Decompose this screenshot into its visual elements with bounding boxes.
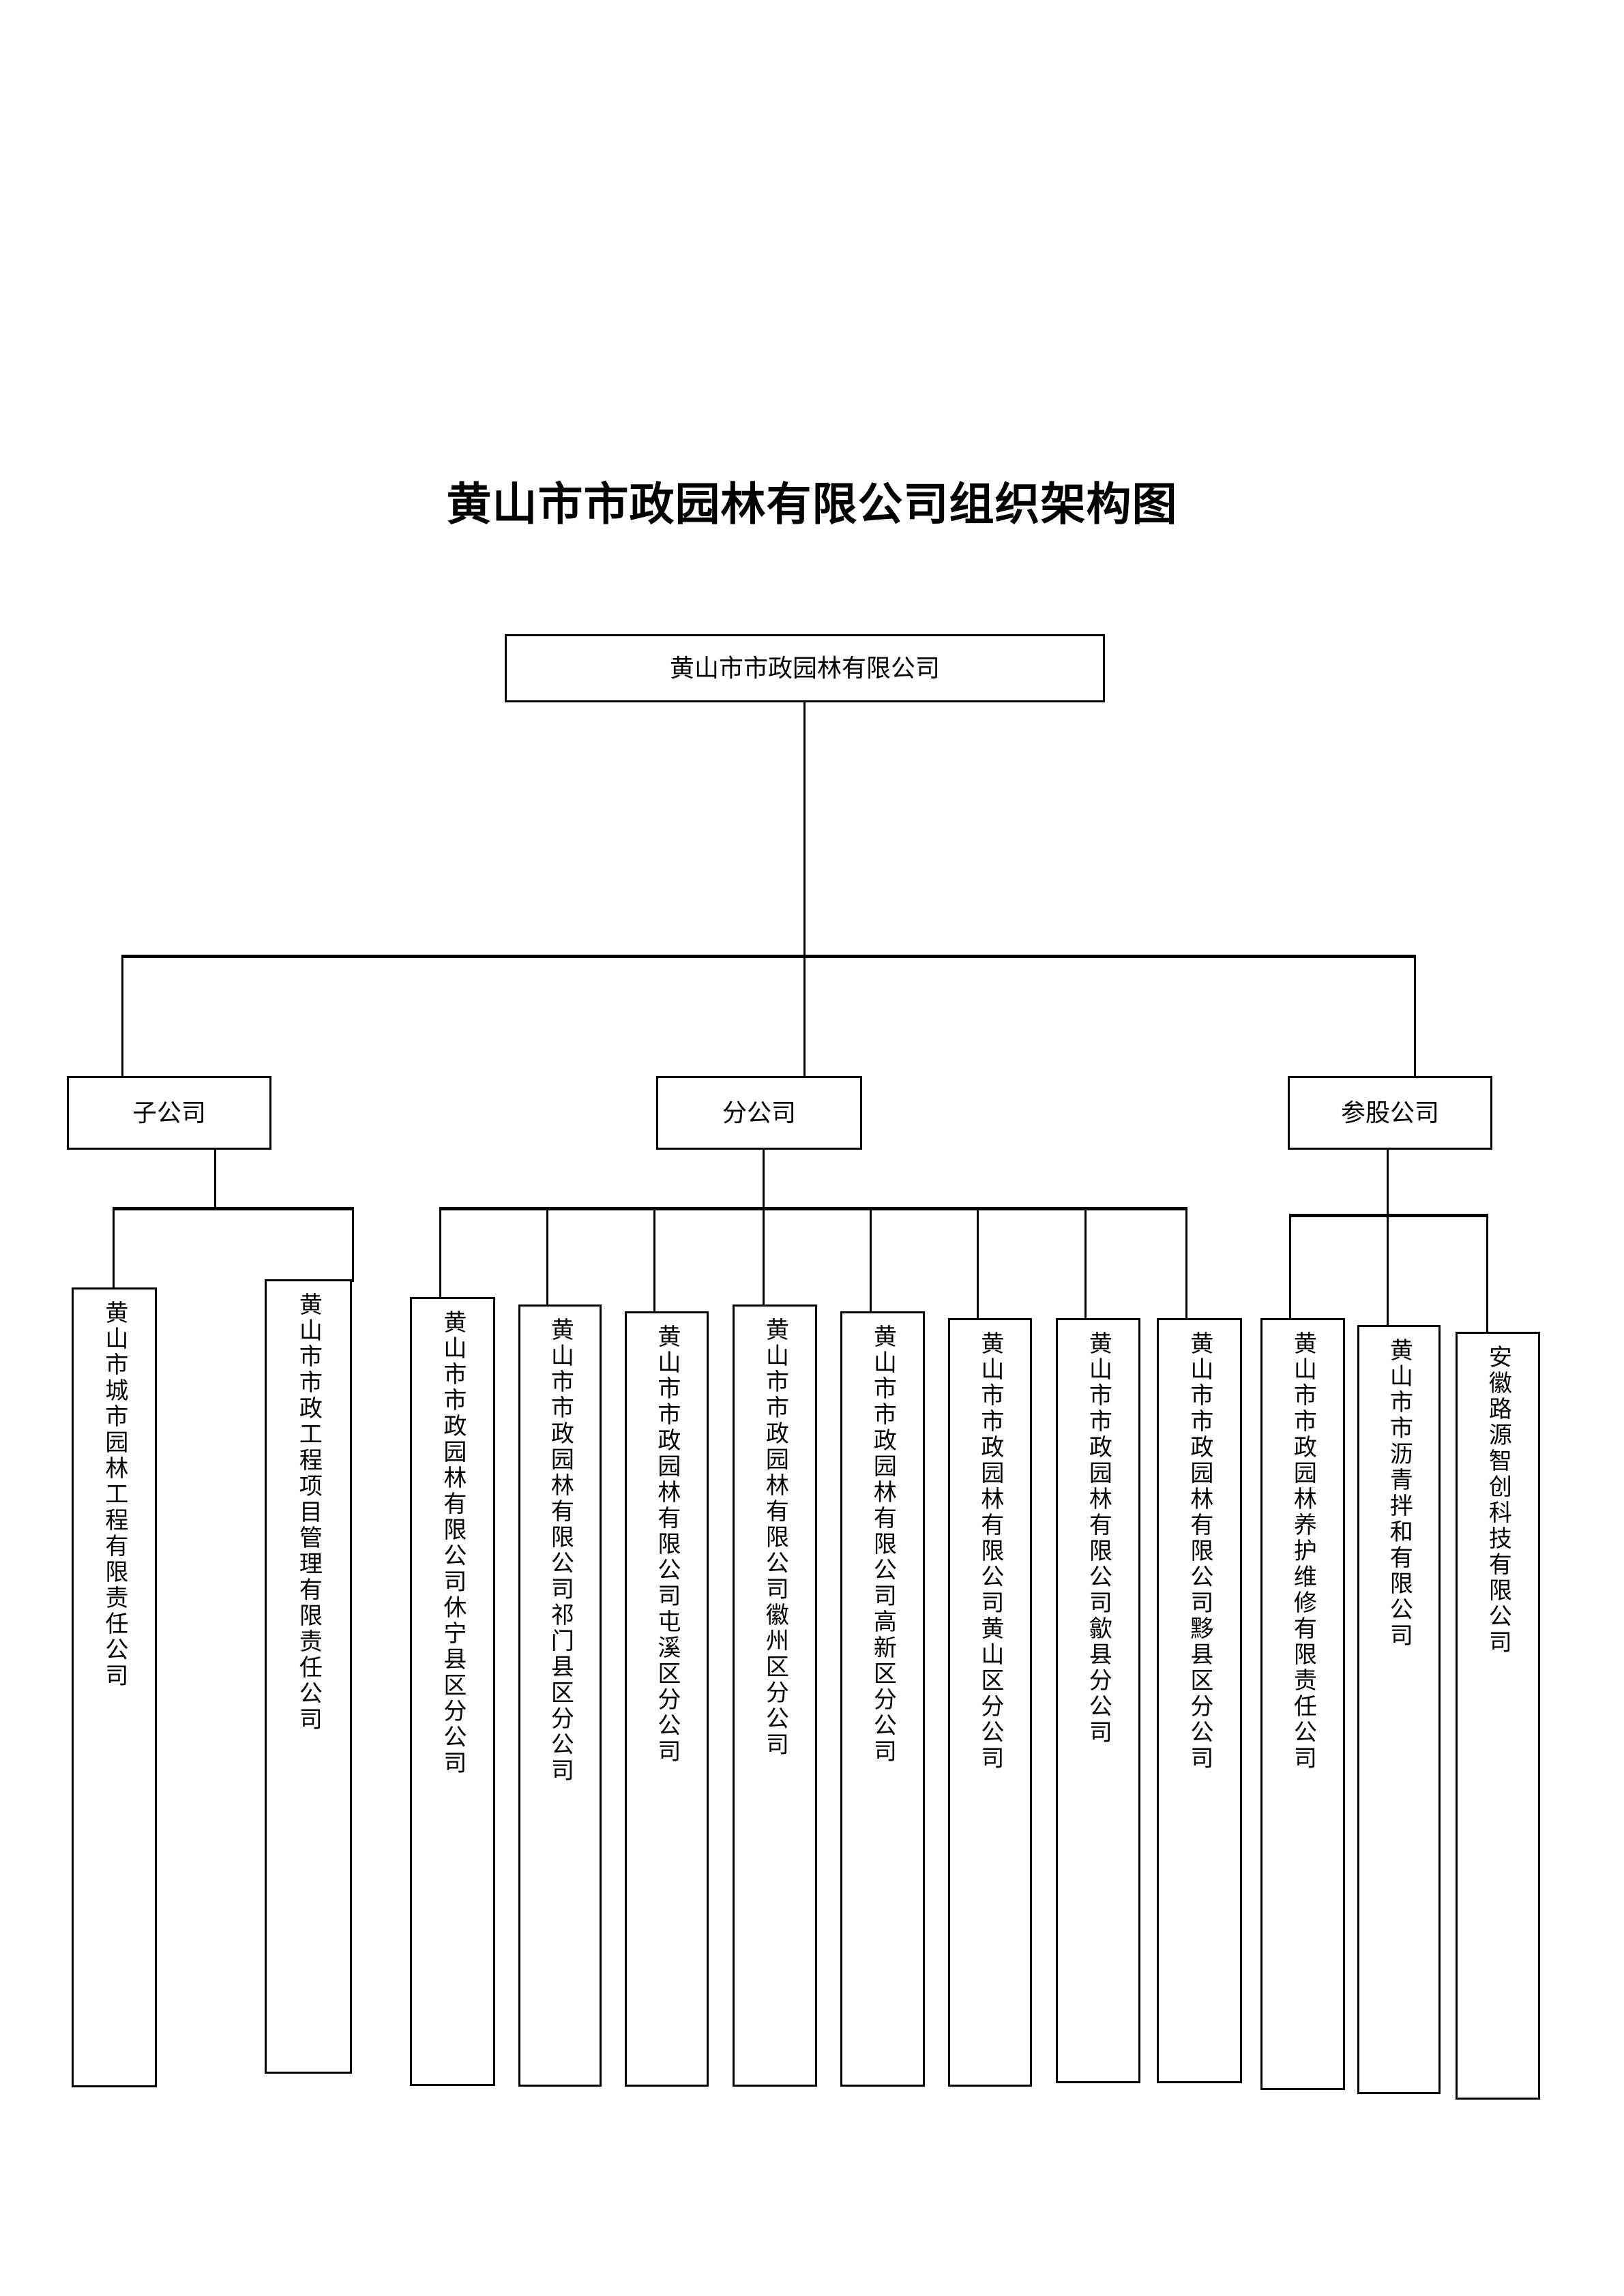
org-node-leaf-label: 黄山市市政园林有限公司黟县区分公司 — [1185, 1331, 1213, 1772]
connector-subsidiaries-drop-1 — [113, 1207, 115, 1290]
org-node-leaf-label: 黄山市市政园林有限公司徽州区分公司 — [761, 1317, 789, 1758]
connector-drop-branches — [803, 955, 806, 1077]
org-node-leaf[interactable]: 黄山市市政园林有限公司歙县分公司 — [1056, 1318, 1140, 2083]
connector-subsidiaries-stem — [214, 1150, 216, 1208]
connector-branches-drop-6 — [977, 1207, 979, 1320]
org-node-leaf-label: 黄山市市政园林有限公司祁门县区分公司 — [546, 1317, 574, 1784]
org-node-group-subsidiaries[interactable]: 子公司 — [67, 1076, 271, 1150]
org-node-group-equity[interactable]: 参股公司 — [1288, 1076, 1492, 1150]
page-title: 黄山市市政园林有限公司组织架构图 — [446, 478, 1178, 531]
connector-level1-bus — [121, 955, 1416, 958]
org-node-leaf-label: 黄山市市沥青拌和有限公司 — [1385, 1338, 1413, 1649]
org-node-leaf[interactable]: 黄山市市政园林有限公司高新区分公司 — [840, 1311, 925, 2087]
org-node-leaf-label: 黄山市城市园林工程有限责任公司 — [100, 1300, 128, 1689]
connector-equity-stem — [1387, 1150, 1389, 1215]
org-node-leaf[interactable]: 黄山市市政园林有限公司徽州区分公司 — [733, 1304, 817, 2087]
org-node-leaf-label: 黄山市市政园林有限公司黄山区分公司 — [976, 1331, 1004, 1772]
org-node-leaf[interactable]: 黄山市城市园林工程有限责任公司 — [72, 1287, 157, 2087]
org-node-group-equity-label: 参股公司 — [1340, 1099, 1439, 1127]
connector-branches-drop-8 — [1185, 1207, 1187, 1320]
connector-branches-drop-7 — [1084, 1207, 1087, 1320]
org-node-group-branches[interactable]: 分公司 — [656, 1076, 862, 1150]
connector-branches-drop-3 — [653, 1207, 655, 1313]
org-node-group-subsidiaries-label: 子公司 — [132, 1099, 206, 1127]
org-node-root[interactable]: 黄山市市政园林有限公司 — [505, 634, 1105, 702]
org-node-leaf-label: 黄山市市政园林养护维修有限责任公司 — [1289, 1331, 1317, 1772]
org-node-leaf[interactable]: 黄山市市政园林有限公司黄山区分公司 — [948, 1318, 1032, 2087]
connector-subsidiaries-bus — [113, 1207, 354, 1210]
org-node-leaf[interactable]: 安徽路源智创科技有限公司 — [1456, 1332, 1540, 2100]
org-node-leaf-label: 安徽路源智创科技有限公司 — [1484, 1345, 1512, 1656]
connector-branches-stem — [763, 1150, 765, 1208]
org-node-leaf[interactable]: 黄山市市政园林养护维修有限责任公司 — [1260, 1318, 1345, 2090]
org-node-root-label: 黄山市市政园林有限公司 — [669, 654, 940, 683]
connector-drop-equity — [1414, 955, 1416, 1077]
org-node-leaf-label: 黄山市市政园林有限公司屯溪区分公司 — [653, 1324, 681, 1765]
org-node-leaf[interactable]: 黄山市市政园林有限公司祁门县区分公司 — [518, 1304, 602, 2087]
org-node-leaf[interactable]: 黄山市市政园林有限公司休宁县区分公司 — [410, 1297, 495, 2086]
connector-equity-drop-2 — [1387, 1214, 1389, 1327]
org-node-leaf-label: 黄山市市政工程项目管理有限责任公司 — [295, 1292, 323, 1733]
org-node-leaf[interactable]: 黄山市市沥青拌和有限公司 — [1357, 1325, 1441, 2094]
connector-branches-drop-5 — [870, 1207, 872, 1313]
connector-branches-drop-1 — [439, 1207, 441, 1300]
connector-equity-drop-1 — [1289, 1214, 1291, 1320]
connector-branches-bus — [439, 1207, 1187, 1210]
org-node-leaf-label: 黄山市市政园林有限公司歙县分公司 — [1084, 1331, 1112, 1746]
connector-branches-drop-4 — [763, 1207, 765, 1307]
org-node-leaf-label: 黄山市市政园林有限公司高新区分公司 — [869, 1324, 897, 1765]
connector-subsidiaries-drop-2 — [352, 1207, 354, 1282]
connector-drop-subsidiaries — [121, 955, 123, 1077]
org-node-leaf-label: 黄山市市政园林有限公司休宁县区分公司 — [439, 1310, 467, 1776]
org-node-leaf[interactable]: 黄山市市政园林有限公司屯溪区分公司 — [625, 1311, 709, 2087]
connector-root-stem — [803, 702, 806, 956]
org-node-leaf[interactable]: 黄山市市政工程项目管理有限责任公司 — [265, 1279, 352, 2074]
connector-equity-bus — [1289, 1214, 1488, 1217]
connector-branches-drop-2 — [546, 1207, 548, 1307]
org-node-group-branches-label: 分公司 — [722, 1099, 796, 1127]
connector-equity-drop-3 — [1486, 1214, 1488, 1334]
org-node-leaf[interactable]: 黄山市市政园林有限公司黟县区分公司 — [1157, 1318, 1242, 2083]
